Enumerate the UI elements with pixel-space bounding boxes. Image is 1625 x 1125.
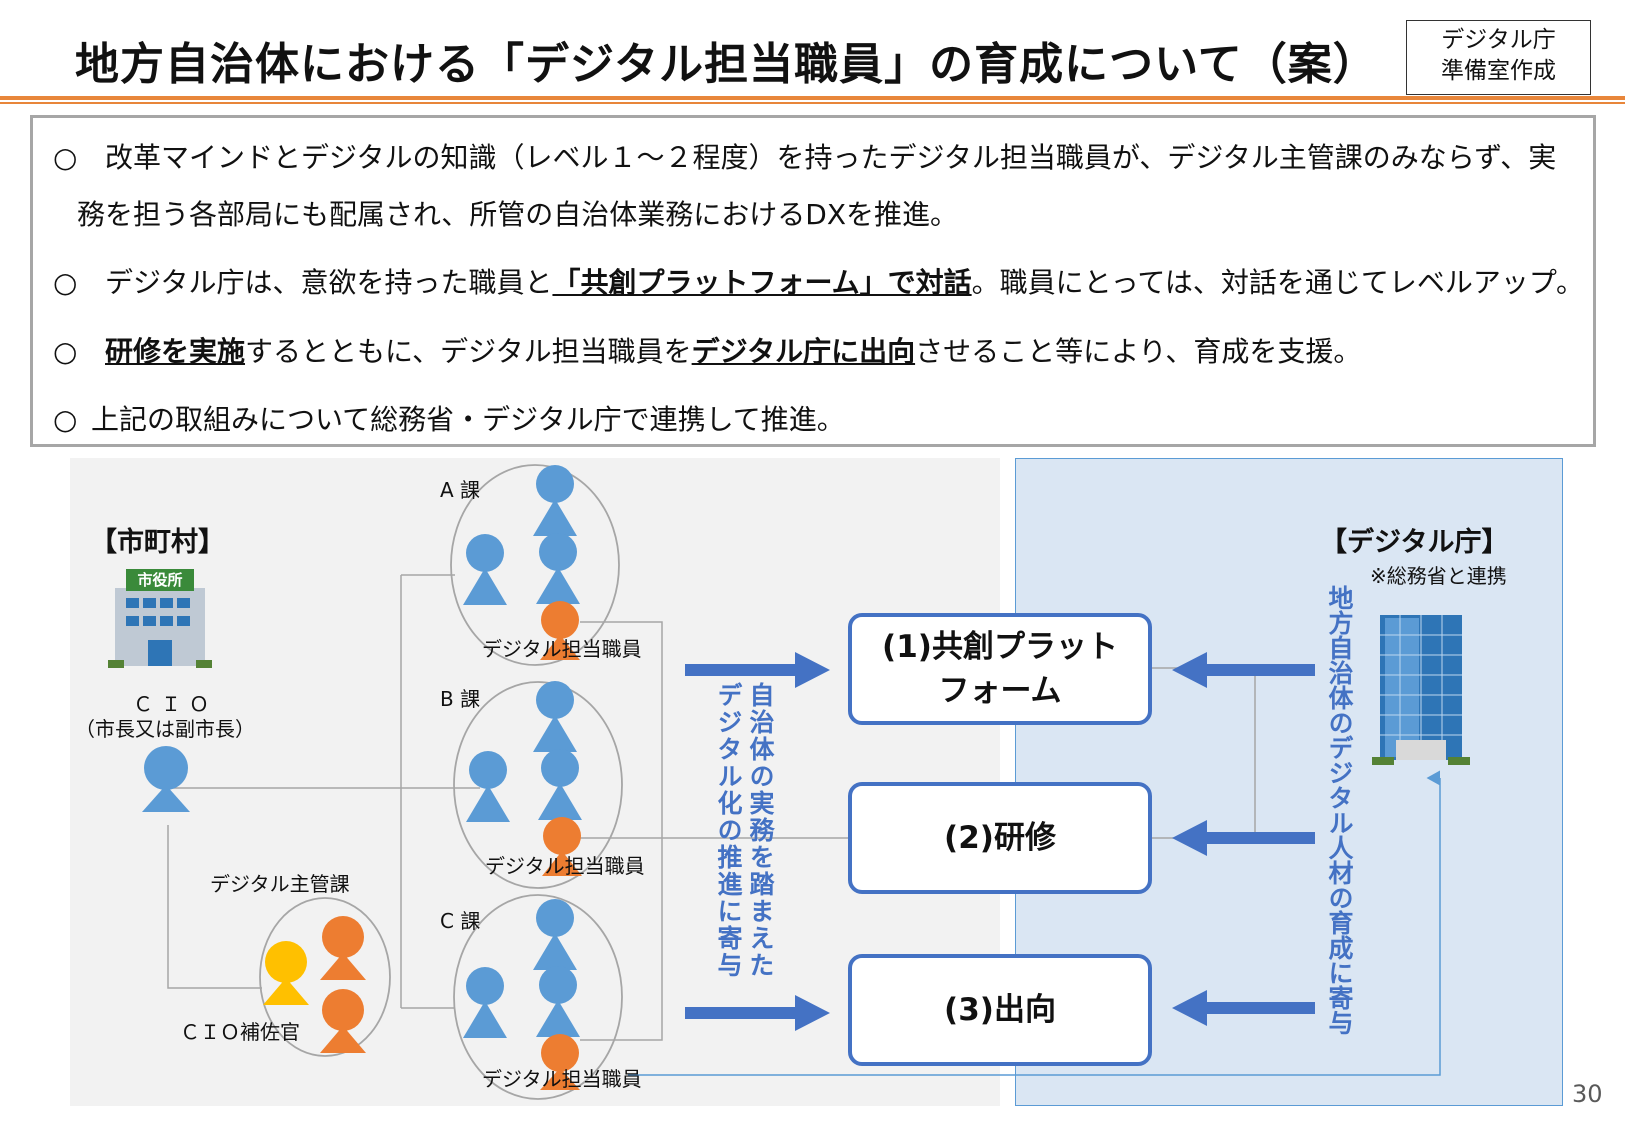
main-division-label: デジタル主管課 bbox=[210, 872, 350, 896]
agency-label: 【デジタル庁】 bbox=[1320, 527, 1509, 558]
arrow-to-secondment bbox=[685, 995, 830, 1031]
author-line2: 準備室作成 bbox=[1441, 58, 1556, 84]
center-vertical-text-1: 自治体の実務を踏まえた bbox=[746, 682, 775, 979]
digital-staff-icon bbox=[540, 1034, 580, 1090]
digital-staff-label-c: デジタル担当職員 bbox=[482, 1067, 642, 1091]
platform-line2: フォーム bbox=[938, 673, 1062, 709]
arrow-agency-to-secondment bbox=[1172, 990, 1315, 1026]
secondment-box: (3)出向 bbox=[848, 954, 1152, 1066]
person-icon bbox=[463, 534, 507, 605]
cio-assistant-label: ＣＩＯ補佐官 bbox=[180, 1020, 300, 1044]
person-icon bbox=[536, 966, 580, 1037]
person-icon bbox=[533, 899, 577, 970]
bullet-marker: ○ bbox=[53, 141, 78, 174]
agency-note: ※総務省と連携 bbox=[1370, 564, 1507, 588]
arrow-agency-to-platform bbox=[1172, 652, 1315, 688]
city-hall-sign: 市役所 bbox=[137, 571, 183, 589]
platform-box: (1)共創プラット フォーム bbox=[848, 613, 1152, 725]
bullet-marker: ○ bbox=[53, 266, 78, 299]
digital-staff-icon bbox=[542, 817, 582, 876]
cio-label: ＣＩＯ bbox=[133, 692, 217, 716]
division-c-label: C 課 bbox=[440, 909, 481, 933]
agency-bracket-line bbox=[1150, 667, 1256, 839]
municipality-panel bbox=[70, 458, 1000, 1106]
municipality-label: 【市町村】 bbox=[90, 527, 225, 558]
digital-staff-icon bbox=[320, 916, 366, 980]
division-b-label: B 課 bbox=[440, 687, 481, 711]
training-label: (2)研修 bbox=[944, 820, 1056, 856]
person-icon bbox=[466, 751, 510, 822]
staff-bracket-line bbox=[580, 621, 663, 1041]
page-number: 30 bbox=[1572, 1080, 1603, 1108]
person-icon bbox=[538, 749, 582, 820]
person-icon bbox=[533, 465, 577, 536]
digital-staff-icon bbox=[320, 989, 366, 1053]
digital-staff-label-a: デジタル担当職員 bbox=[482, 637, 642, 661]
emphasis-platform: 「共創プラットフォーム」で対話 bbox=[552, 266, 972, 299]
title-rule-thin bbox=[0, 102, 1625, 104]
cio-to-main-division-line bbox=[167, 825, 262, 989]
bullet-3: ○研修を実施するとともに、デジタル担当職員をデジタル庁に出向させること等により、… bbox=[53, 335, 1362, 368]
summary-box: ○改革マインドとデジタルの知識（レベル１～２程度）を持ったデジタル担当職員が、デ… bbox=[30, 115, 1596, 447]
division-a-label: A 課 bbox=[440, 478, 481, 502]
secondment-return-line bbox=[628, 770, 1441, 1076]
bullet-marker: ○ bbox=[53, 403, 78, 436]
cio-sub-label: （市長又は副市長） bbox=[75, 717, 255, 741]
author-box: デジタル庁 準備室作成 bbox=[1406, 20, 1591, 95]
person-icon bbox=[536, 533, 580, 604]
bullet-4: ○上記の取組みについて総務省・デジタル庁で連携して推進。 bbox=[53, 403, 845, 436]
title-rule bbox=[0, 96, 1625, 100]
agency-vertical-text: 地方自治体のデジタル人材の育成に寄与 bbox=[1325, 585, 1354, 1035]
arrow-to-platform bbox=[685, 652, 830, 688]
secondment-label: (3)出向 bbox=[944, 992, 1056, 1028]
main-division-ellipse bbox=[259, 897, 391, 1057]
agency-building-icon bbox=[1372, 615, 1470, 765]
bullet-1-cont: 務を担う各部局にも配属され、所管の自治体業務におけるDXを推進。 bbox=[77, 198, 959, 231]
emphasis-secondment: デジタル庁に出向 bbox=[691, 335, 916, 368]
division-a-ellipse bbox=[450, 464, 620, 666]
digital-staff-label-b: デジタル担当職員 bbox=[485, 854, 645, 878]
division-b-ellipse bbox=[453, 681, 623, 889]
bullet-marker: ○ bbox=[53, 335, 78, 368]
division-c-ellipse bbox=[453, 894, 623, 1100]
author-line1: デジタル庁 bbox=[1441, 27, 1556, 53]
person-icon bbox=[533, 681, 577, 752]
bullet-2: ○デジタル庁は、意欲を持った職員と「共創プラットフォーム」で対話。職員にとっては… bbox=[53, 266, 1584, 299]
center-vertical-text-2: デジタル化の推進に寄与 bbox=[714, 682, 743, 979]
page-title: 地方自治体における「デジタル担当職員」の育成について（案） bbox=[75, 39, 1378, 90]
city-hall-icon bbox=[108, 569, 212, 668]
digital-staff-icon bbox=[540, 601, 580, 660]
person-icon bbox=[463, 967, 507, 1038]
cio-person-icon bbox=[142, 746, 190, 812]
training-box: (2)研修 bbox=[848, 782, 1152, 894]
emphasis-training: 研修を実施 bbox=[105, 335, 246, 368]
cio-assistant-icon bbox=[263, 941, 309, 1005]
bullet-1: ○改革マインドとデジタルの知識（レベル１～２程度）を持ったデジタル担当職員が、デ… bbox=[53, 141, 1557, 174]
platform-line1: (1)共創プラット bbox=[882, 629, 1118, 665]
arrow-agency-to-training bbox=[1172, 820, 1315, 856]
